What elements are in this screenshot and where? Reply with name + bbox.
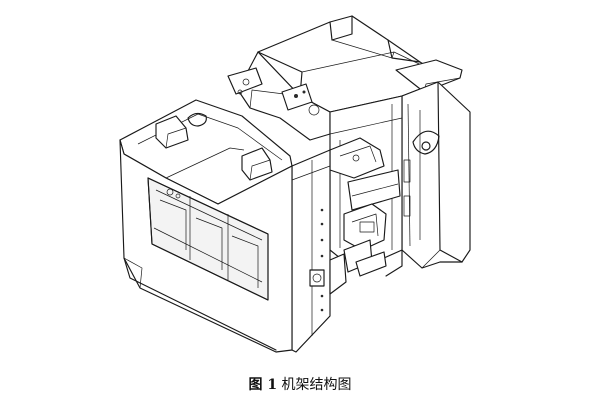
machine-frame-drawing <box>119 15 471 353</box>
middle-structure <box>227 51 403 277</box>
front-base <box>295 249 403 353</box>
figure-caption: 图 1 机架结构图 <box>0 370 600 400</box>
front-face <box>119 139 293 353</box>
figure-number: 图 1 <box>248 377 278 393</box>
figure-title: 机架结构图 <box>281 377 352 393</box>
right-side-wall <box>401 81 471 269</box>
